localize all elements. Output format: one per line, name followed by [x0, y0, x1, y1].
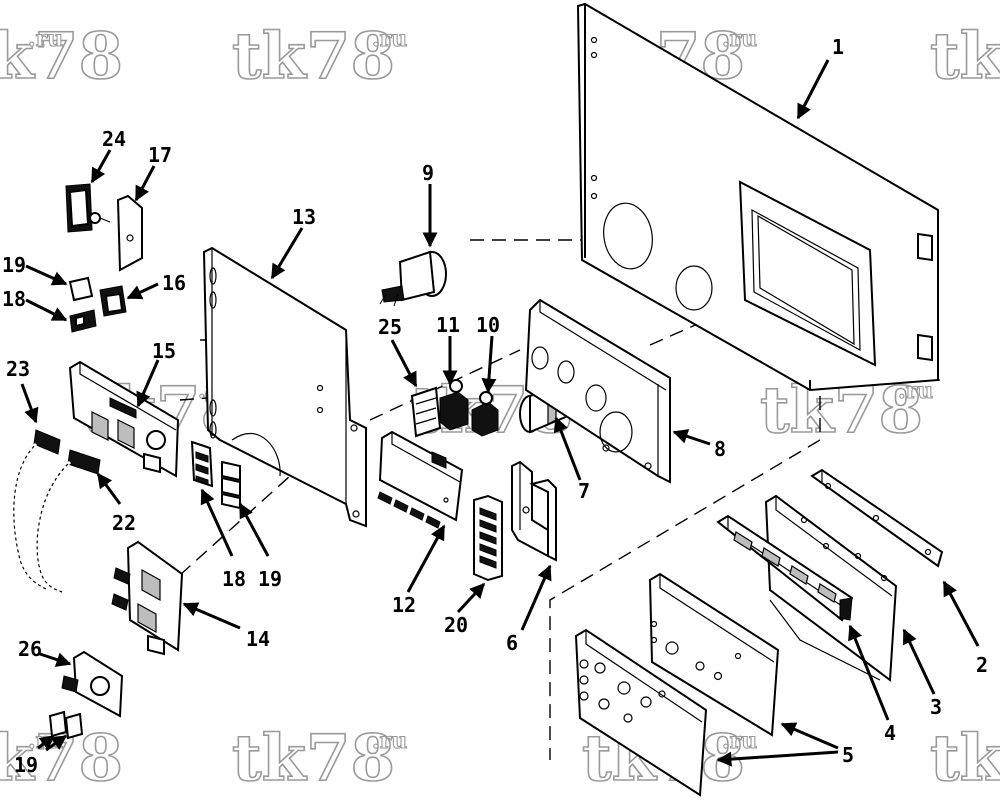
part-13-main-bracket: [202, 246, 367, 528]
watermark-main-text: tk78: [232, 19, 395, 94]
callout-12: 12: [392, 593, 416, 617]
callout-17: 17: [148, 143, 172, 167]
watermark-main-text: tk78: [232, 721, 395, 796]
callout-1: 1: [832, 35, 844, 59]
leader-15: [136, 359, 160, 408]
callout-24: 24: [102, 127, 126, 151]
callout-19-top: 19: [2, 253, 26, 277]
leader-10: [481, 335, 497, 394]
callout-6: 6: [506, 631, 518, 655]
part-26-sensor-board: [61, 650, 124, 718]
part-12-terminal-board: [377, 430, 464, 529]
callout-19-bottom: 19: [14, 753, 38, 777]
leader-5a: [780, 722, 839, 750]
callout-labels: 1 2 3 4 5 6 7 8 9 10 11 12 13 14 15 16 1…: [2, 35, 988, 777]
watermark-main-text: tk78: [930, 19, 1000, 94]
part-16-relay: [99, 285, 127, 317]
watermark-bottom-far-right: tk78: [929, 720, 1000, 797]
leader-7: [553, 416, 582, 481]
part-15-main-board: [68, 360, 180, 478]
callout-13: 13: [292, 205, 316, 229]
callout-18-mid: 18: [222, 567, 246, 591]
leader-19-top: [25, 264, 68, 286]
leader-18-top: [25, 298, 68, 322]
part-22-harness: [35, 449, 101, 594]
leader-19-mid: [238, 502, 270, 557]
callout-2: 2: [976, 653, 988, 677]
part-8-control-plate: [524, 298, 671, 484]
callout-22: 22: [112, 511, 136, 535]
leader-17: [134, 165, 156, 202]
callout-7: 7: [578, 479, 590, 503]
leader-3: [902, 628, 936, 695]
callout-9: 9: [422, 161, 434, 185]
part-4-hinge: [716, 514, 854, 622]
callout-3: 3: [930, 695, 942, 719]
callout-20: 20: [444, 613, 468, 637]
leader-arrows: [20, 59, 980, 767]
leader-19-bottom-b: [45, 734, 68, 752]
part-18-terminal-block-top: [69, 309, 97, 333]
leader-2: [942, 580, 980, 647]
part-23-harness: [12, 429, 61, 592]
part-5-bezel-plates: [574, 572, 780, 797]
callout-8: 8: [714, 437, 726, 461]
callout-16: 16: [162, 271, 186, 295]
watermark-sub-text: .ru: [372, 728, 407, 754]
part-20-terminal-strip: [473, 494, 503, 582]
watermark-sub-text: .ru: [372, 26, 407, 52]
part-24-breaker: [65, 183, 111, 233]
part-19-connectors-middle: [221, 460, 241, 510]
part-14-relay-board: [111, 540, 184, 656]
leader-22: [96, 472, 122, 505]
watermark-sub-text: .ru: [722, 26, 757, 52]
leader-20: [456, 582, 486, 614]
watermark-main-text: tk78: [930, 721, 1000, 796]
callout-18-top: 18: [2, 287, 26, 311]
part-1-back-panel: [576, 2, 941, 392]
part-6-angle-bracket: [511, 460, 557, 562]
callout-25: 25: [378, 315, 402, 339]
callout-5: 5: [842, 743, 854, 767]
leader-8: [672, 429, 711, 446]
leader-26: [39, 652, 72, 667]
callout-26: 26: [18, 637, 42, 661]
part-2-strap: [810, 468, 944, 568]
leader-16: [126, 282, 159, 300]
watermark-sub-text: .ru: [722, 728, 757, 754]
callout-23: 23: [6, 357, 30, 381]
callout-4: 4: [884, 721, 896, 745]
part-18-terminal-block-middle: [190, 440, 214, 488]
part-10-switch: [471, 391, 499, 437]
part-19-connector-top: [68, 276, 94, 302]
watermark-sub-text: .ru: [28, 26, 63, 52]
callout-19-mid: 19: [258, 567, 282, 591]
callout-15: 15: [152, 339, 176, 363]
watermark-top-left: tk78 .ru: [0, 18, 124, 95]
part-9-pilot-lamp: [379, 250, 447, 307]
leader-14: [182, 602, 241, 630]
callout-14: 14: [246, 627, 270, 651]
leader-13: [270, 227, 304, 280]
watermark-bottom-center: tk78 .ru: [231, 720, 408, 797]
part-25-switch: [410, 386, 442, 438]
callout-11: 11: [436, 313, 460, 337]
part-17-mounting-plate: [116, 194, 143, 272]
part-19-connectors-bottom: [48, 710, 84, 740]
leader-1: [796, 59, 830, 120]
callout-10: 10: [476, 313, 500, 337]
leader-25: [390, 339, 418, 388]
leader-24: [90, 149, 112, 184]
leader-6: [520, 564, 552, 631]
watermark-top-far-right: tk78: [929, 18, 1000, 95]
leader-5b: [716, 750, 839, 767]
leader-12: [406, 524, 446, 593]
leader-23: [20, 383, 39, 424]
leader-4: [848, 624, 890, 721]
watermark-top-center: tk78 .ru: [231, 18, 408, 95]
leader-18-mid: [200, 488, 234, 557]
watermark-main-text: tk78: [0, 19, 123, 94]
